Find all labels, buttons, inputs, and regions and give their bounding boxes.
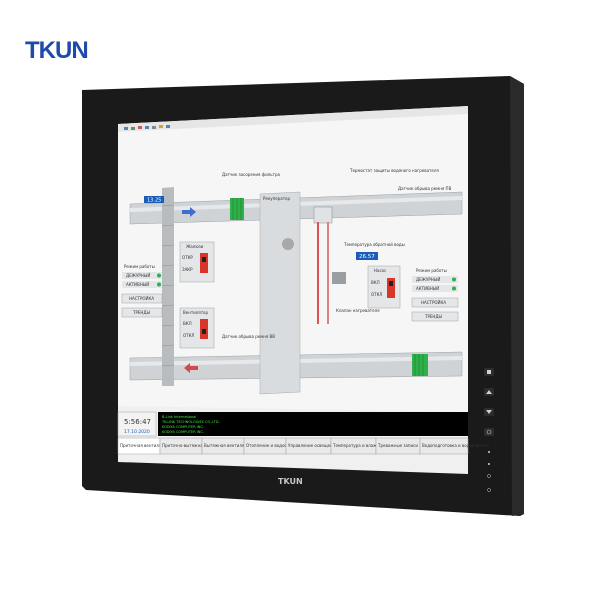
log-line-4: KODIYA COMPUTER INC. <box>162 430 204 434</box>
toolbar <box>118 106 468 132</box>
valve-box-title: Жалюзи <box>186 244 204 249</box>
left-mode-title: Режим работы <box>124 264 155 269</box>
left-duty-indicator <box>122 272 162 279</box>
label-heater-valve: Клапан нагревателя <box>336 308 380 313</box>
label-thermostat: Термостат защиты водяного нагревателя <box>349 168 439 173</box>
menu-icon <box>487 370 491 374</box>
tab-heating-label: Отопление и водоснабжение <box>246 443 308 448</box>
bezel-right-edge <box>510 76 524 516</box>
left-duty-label: ДЕЖУРНЫЙ <box>126 273 150 278</box>
tab-water[interactable] <box>419 437 469 455</box>
log-line-3: KODIYA COMPUTER INC. <box>162 425 204 429</box>
return-temp-display <box>356 252 378 260</box>
right-settings-button[interactable] <box>411 297 459 308</box>
bezel-logo: TKUN <box>278 477 303 486</box>
log-line-1: B-Link International <box>162 415 196 419</box>
power-icon <box>486 429 492 435</box>
panel-pc: Рекуператор 13.25 26.57 Датчик засорения… <box>82 76 524 516</box>
left-active-led <box>157 282 161 287</box>
tab-water-label: Водоподготовка и водоочистка <box>422 443 489 448</box>
right-active-led <box>452 286 456 291</box>
status-led-1 <box>488 451 490 453</box>
fan-switch-knob <box>202 329 206 334</box>
pump-switch[interactable] <box>387 278 395 298</box>
supply-arrow-icon <box>182 207 196 217</box>
side-buttons <box>484 368 494 492</box>
supply-temp-display <box>144 196 164 203</box>
toolbar-icons[interactable] <box>124 125 170 130</box>
fan-off-label: ОТКЛ <box>183 333 194 338</box>
right-duty-indicator <box>412 276 458 283</box>
left-settings-label: НАСТРОЙКА <box>129 296 154 301</box>
status-led-3 <box>487 474 491 478</box>
tab-exhaust-label: Вытяжная вентиляция <box>204 443 253 448</box>
pump-box-title: Насос <box>374 268 386 273</box>
fan-box-title: Вентилятор <box>183 310 208 315</box>
left-settings-button[interactable] <box>121 293 163 304</box>
left-active-label: АКТИВНЫЙ <box>126 282 149 287</box>
right-trends-label: ТРЕНДЫ <box>424 314 443 319</box>
pump-switch-knob <box>389 281 393 286</box>
brand-logo: TKUN <box>25 37 89 64</box>
tab-lighting-label: Управление освещением <box>288 443 341 448</box>
tab-alarms-label: Тревожные записи <box>377 443 418 448</box>
exhaust-filter <box>412 354 428 376</box>
tab-temperature-label: Температура и влажность <box>332 443 389 448</box>
label-filter-sensor: Датчик засорения фильтра <box>222 172 280 177</box>
down-icon <box>486 410 492 414</box>
clock-time: 5:56:47 <box>124 418 151 426</box>
log-line-2: TK-LINK TECHNOLOGIES CO.,LTD. <box>161 420 220 424</box>
right-active-label: АКТИВНЫЙ <box>416 286 439 291</box>
left-trends-label: ТРЕНДЫ <box>132 310 151 315</box>
recuperator <box>259 191 301 395</box>
pump-on-label: ВКЛ <box>371 280 380 285</box>
tab-supply-exhaust-label: Приточно-вытяжная вентиляция <box>162 443 232 448</box>
valve-close-label: ЗАКР <box>182 267 193 272</box>
right-duty-led <box>452 277 456 282</box>
event-log <box>158 412 468 436</box>
clock-panel <box>117 411 157 437</box>
label-belt-pv: Датчик обрыва ремня ПВ <box>398 186 452 191</box>
exhaust-arrow-icon <box>184 363 198 373</box>
pump-off-label: ОТКЛ <box>371 292 382 297</box>
power-button[interactable] <box>484 428 494 436</box>
up-icon <box>486 390 492 394</box>
right-active-indicator <box>412 285 458 292</box>
left-trends-button[interactable] <box>121 307 163 318</box>
right-duty-label: ДЕЖУРНЫЙ <box>416 277 440 282</box>
panel-pc-illustration: Рекуператор 13.25 26.57 Датчик засорения… <box>82 76 524 516</box>
right-mode-title: Режим работы <box>416 268 447 273</box>
left-active-indicator <box>122 281 162 288</box>
tab-supply-label: Приточная вентиляция <box>120 443 170 448</box>
supply-temp-value: 13.25 <box>147 198 161 204</box>
valve-switch-knob <box>202 257 206 262</box>
label-belt-vv: Датчик обрыва ремня ВВ <box>222 334 275 339</box>
label-return-water: Температура обратной воды <box>343 242 405 247</box>
valve-switch[interactable] <box>200 253 208 273</box>
right-trends-button[interactable] <box>411 311 459 322</box>
left-duty-led <box>157 273 161 278</box>
recuperator-indicator <box>282 238 294 250</box>
status-led-4 <box>487 488 491 492</box>
clock-date: 17.10.2020 <box>124 429 150 435</box>
pump-unit <box>332 272 346 284</box>
status-led-2 <box>488 463 490 465</box>
valve-open-label: ОТКР <box>182 255 193 260</box>
heater-coil <box>313 206 333 224</box>
recuperator-label: Рекуператор <box>263 196 291 201</box>
louver-wall <box>162 187 174 386</box>
fan-control-box <box>179 307 215 349</box>
right-settings-label: НАСТРОЙКА <box>421 300 446 305</box>
tab-bar: Приточная вентиляция Приточно-вытяжная в… <box>117 437 489 455</box>
return-temp-value: 26.57 <box>359 254 375 260</box>
valve-control-box <box>179 241 215 283</box>
fan-on-label: ВКЛ <box>183 321 192 326</box>
